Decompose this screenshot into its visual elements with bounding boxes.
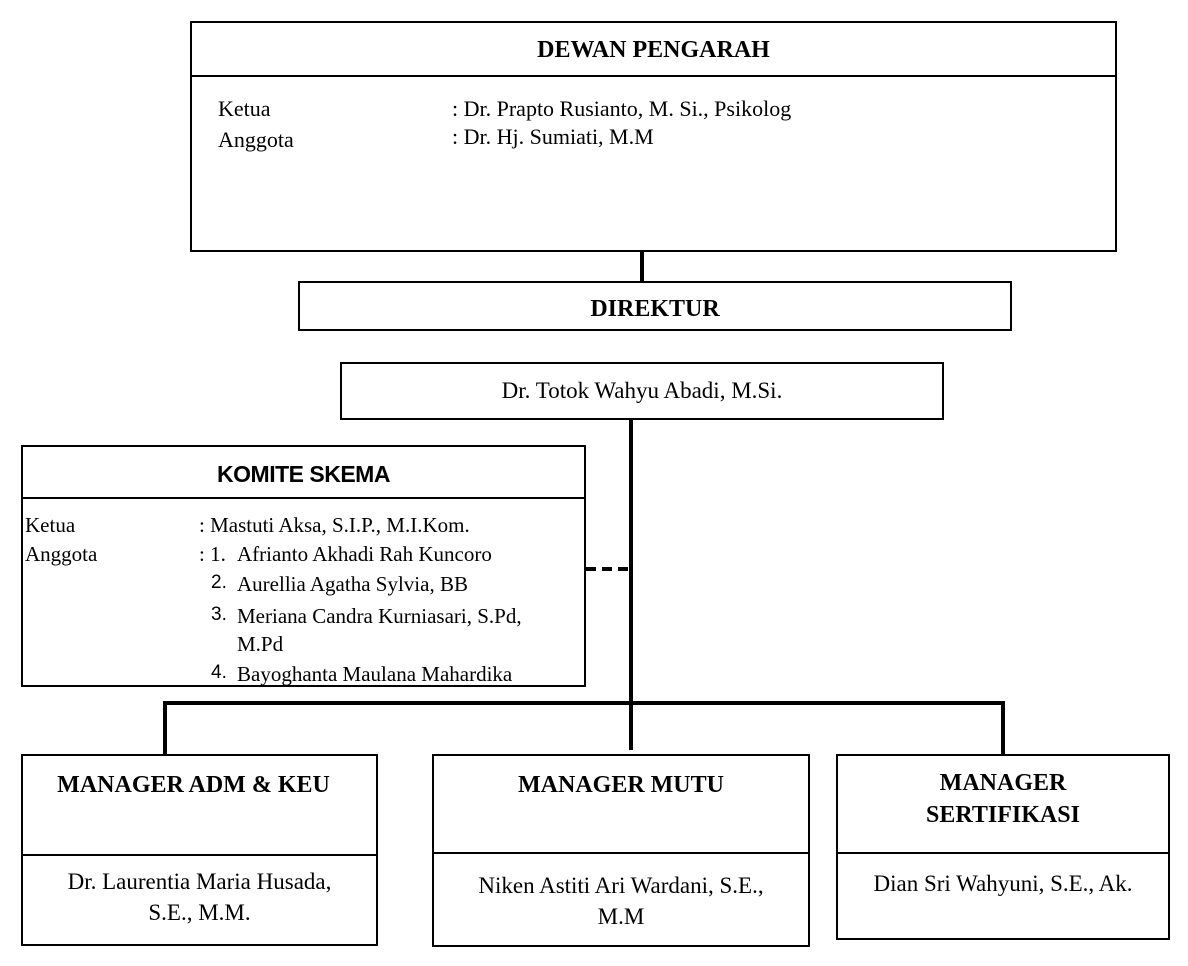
manager-sertifikasi-title-line2: SERTIFIKASI <box>926 802 1080 828</box>
komite-member-4: Bayoghanta Maulana Mahardika <box>237 662 513 686</box>
direktur-name: Dr. Totok Wahyu Abadi, M.Si. <box>501 378 783 403</box>
direktur-title: DIREKTUR <box>590 296 720 322</box>
komite-anggota-prefix: : 1. <box>199 542 226 566</box>
komite-ketua-name: : Mastuti Aksa, S.I.P., M.I.Kom. <box>199 513 470 537</box>
manager-mutu-name-line2: M.M <box>597 904 645 929</box>
manager-mutu-box: MANAGER MUTU Niken Astiti Ari Wardani, S… <box>432 754 810 947</box>
komite-number-3: 3. <box>211 604 227 625</box>
komite-anggota-label: Anggota <box>25 542 98 566</box>
manager-adm-keu-divider <box>23 854 376 856</box>
komite-member-2: Aurellia Agatha Sylvia, BB <box>237 572 468 596</box>
komite-member-3-cont: M.Pd <box>237 632 284 656</box>
komite-number-4: 4. <box>211 662 227 683</box>
dewan-ketua-label: Ketua <box>218 96 271 121</box>
connector-dewan-direktur <box>640 252 644 281</box>
dewan-anggota-label: Anggota <box>218 127 294 152</box>
manager-adm-keu-name-line1: Dr. Laurentia Maria Husada, <box>67 869 332 894</box>
manager-mutu-title: MANAGER MUTU <box>518 772 724 798</box>
direktur-name-box: Dr. Totok Wahyu Abadi, M.Si. <box>340 362 944 420</box>
komite-skema-divider <box>23 497 584 499</box>
connector-direktur-trunk <box>629 420 633 750</box>
dewan-pengarah-title: DEWAN PENGARAH <box>537 37 770 63</box>
connector-manager-adm <box>163 701 167 754</box>
manager-sertifikasi-box: MANAGER SERTIFIKASI Dian Sri Wahyuni, S.… <box>836 754 1170 940</box>
komite-skema-box: KOMITE SKEMA Ketua : Mastuti Aksa, S.I.P… <box>21 445 586 687</box>
manager-adm-keu-name-line2: S.E., M.M. <box>148 900 251 925</box>
connector-komite-dashed <box>586 567 630 571</box>
connector-manager-sertifikasi <box>1001 701 1005 754</box>
manager-mutu-name-line1: Niken Astiti Ari Wardani, S.E., <box>478 873 764 898</box>
dewan-pengarah-divider <box>192 75 1115 77</box>
komite-member-1: Afrianto Akhadi Rah Kuncoro <box>237 542 492 566</box>
dewan-anggota-name: : Dr. Hj. Sumiati, M.M <box>452 124 654 149</box>
dewan-pengarah-box: DEWAN PENGARAH Ketua : Dr. Prapto Rusian… <box>190 21 1117 252</box>
direktur-box: DIREKTUR <box>298 281 1012 331</box>
komite-member-3: Meriana Candra Kurniasari, S.Pd, <box>237 604 522 628</box>
connector-horizontal-bus <box>163 701 1005 705</box>
manager-sertifikasi-divider <box>838 852 1168 854</box>
dewan-ketua-name: : Dr. Prapto Rusianto, M. Si., Psikolog <box>452 96 792 121</box>
manager-sertifikasi-name-line1: Dian Sri Wahyuni, S.E., Ak. <box>873 871 1133 896</box>
komite-number-2: 2. <box>211 572 227 593</box>
manager-adm-keu-box: MANAGER ADM & KEU Dr. Laurentia Maria Hu… <box>21 754 378 946</box>
komite-skema-title: KOMITE SKEMA <box>217 461 390 487</box>
komite-ketua-label: Ketua <box>25 513 76 537</box>
manager-mutu-divider <box>434 852 808 854</box>
manager-sertifikasi-title-line1: MANAGER <box>939 770 1067 796</box>
manager-adm-keu-title: MANAGER ADM & KEU <box>57 772 330 798</box>
